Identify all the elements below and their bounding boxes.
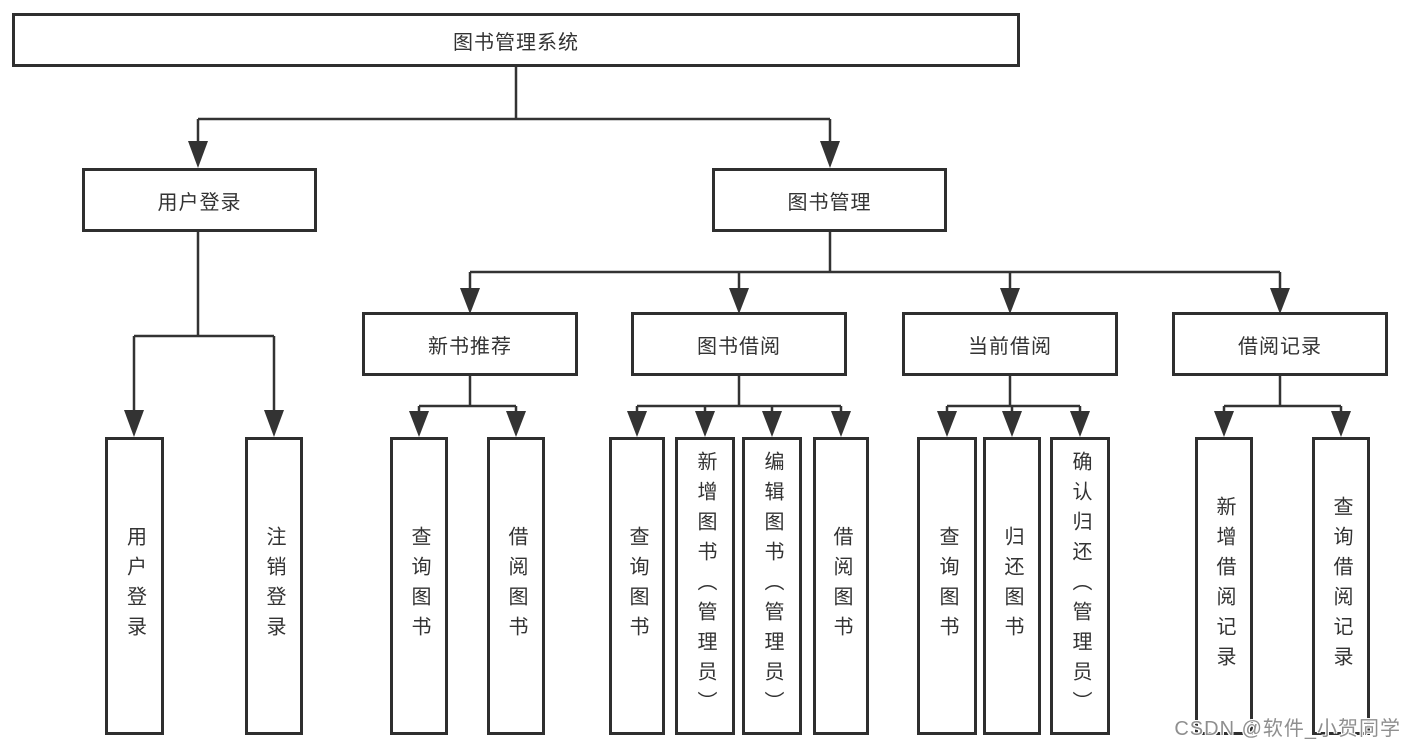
leaf-edit-books-admin: 编辑图书（管理员） [742,437,802,735]
leaf-borrow-books: 借阅图书 [813,437,869,735]
leaf-return-books: 归还图书 [983,437,1041,735]
node-new-book-recommend: 新书推荐 [362,312,578,376]
connector-paths [132,67,1343,416]
node-current-borrow: 当前借阅 [902,312,1118,376]
csdn-watermark: CSDN @软件_小贺同学 [1174,718,1401,740]
node-borrow-records: 借阅记录 [1172,312,1388,376]
node-root-system: 图书管理系统 [12,13,1020,67]
node-user-login-branch: 用户登录 [82,168,317,232]
leaf-add-borrow-record: 新增借阅记录 [1195,437,1253,735]
leaf-confirm-return-admin: 确认归还（管理员） [1050,437,1110,735]
leaf-add-books-admin: 新增图书（管理员） [675,437,735,735]
leaf-logout: 注销登录 [245,437,303,735]
leaf-recommend-borrow-books: 借阅图书 [487,437,545,735]
leaf-borrow-query-books: 查询图书 [609,437,665,735]
leaf-current-query-books: 查询图书 [917,437,977,735]
node-book-borrow: 图书借阅 [631,312,847,376]
arrowhead-icons [124,141,1351,437]
leaf-user-login: 用户登录 [105,437,164,735]
node-book-management-branch: 图书管理 [712,168,947,232]
leaf-recommend-query-books: 查询图书 [390,437,448,735]
leaf-query-borrow-record: 查询借阅记录 [1312,437,1370,735]
